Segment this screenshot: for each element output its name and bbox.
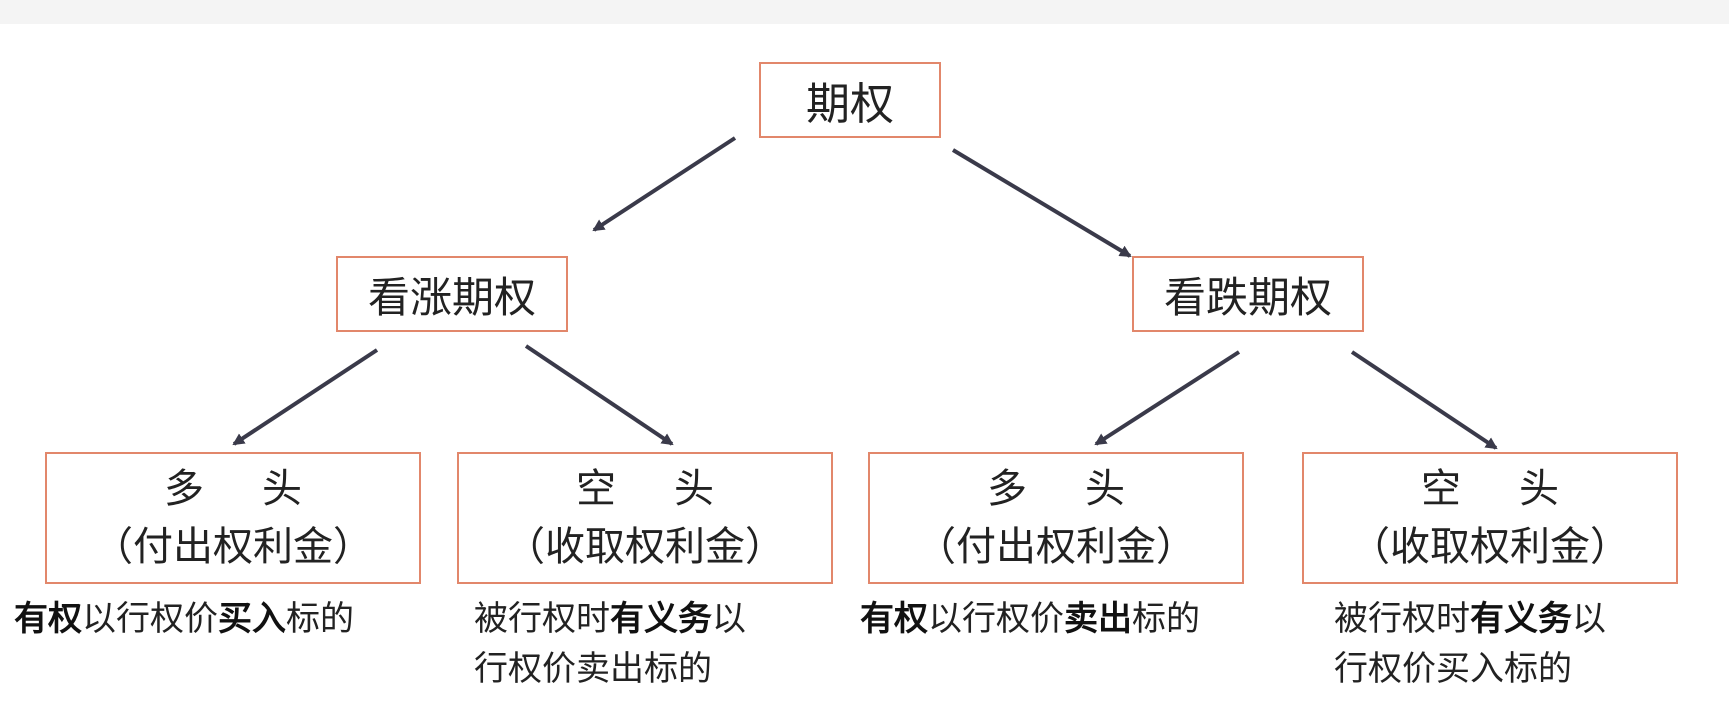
desc-text-bold: 有义务 (1470, 599, 1572, 639)
desc-text-bold: 买入 (218, 599, 286, 639)
top-band (0, 0, 1729, 24)
desc-text-bold: 有权 (14, 599, 82, 639)
node-call-option: 看涨期权 (336, 256, 568, 332)
arrow-put-to-long (1094, 350, 1241, 446)
desc-call-short: 被行权时有义务以 行权价卖出标的 (474, 594, 746, 694)
arrow-put-to-short (1350, 350, 1498, 450)
desc-text-bold: 有义务 (610, 599, 712, 639)
node-call-short-subtitle: （收取权利金） (505, 524, 785, 570)
desc-text-bold: 有权 (860, 599, 928, 639)
node-put-short-title: 空头 (1421, 466, 1617, 512)
node-call-long-title: 多头 (164, 466, 360, 512)
desc-text: 标的 (1132, 599, 1200, 639)
desc-text: 以 (1572, 599, 1606, 639)
desc-text: 以 (712, 599, 746, 639)
node-put-option: 看跌期权 (1132, 256, 1364, 332)
node-put-long-subtitle: （付出权利金） (916, 524, 1196, 570)
desc-text: 行权价买入标的 (1334, 649, 1572, 689)
desc-call-short-line-1: 被行权时有义务以 (474, 594, 746, 644)
desc-put-long: 有权以行权价卖出标的 (860, 594, 1200, 644)
arrow-root-to-call (592, 136, 737, 232)
desc-call-short-line-2: 行权价卖出标的 (474, 644, 746, 694)
desc-call-long: 有权以行权价买入标的 (14, 594, 354, 644)
desc-text: 标的 (286, 599, 354, 639)
arrow-root-to-put (951, 148, 1132, 258)
node-call-short: 空头 （收取权利金） (457, 452, 833, 584)
desc-text: 行权价卖出标的 (474, 649, 712, 689)
desc-text: 以行权价 (82, 599, 218, 639)
node-put-long-title: 多头 (987, 466, 1183, 512)
desc-text: 被行权时 (474, 599, 610, 639)
node-put-short: 空头 （收取权利金） (1302, 452, 1678, 584)
node-put-short-subtitle: （收取权利金） (1350, 524, 1630, 570)
desc-text-bold: 卖出 (1064, 599, 1132, 639)
arrow-call-to-short (524, 344, 674, 446)
desc-put-short-line-2: 行权价买入标的 (1334, 644, 1606, 694)
node-call-long: 多头 （付出权利金） (45, 452, 421, 584)
node-option-label: 期权 (806, 79, 894, 130)
desc-text: 以行权价 (928, 599, 1064, 639)
node-call-option-label: 看涨期权 (367, 272, 536, 322)
node-put-option-label: 看跌期权 (1163, 272, 1332, 322)
node-call-long-subtitle: （付出权利金） (93, 524, 373, 570)
desc-put-long-line: 有权以行权价卖出标的 (860, 594, 1200, 644)
node-call-short-title: 空头 (576, 466, 772, 512)
arrow-call-to-long (232, 348, 379, 446)
desc-call-long-line: 有权以行权价买入标的 (14, 594, 354, 644)
desc-text: 被行权时 (1334, 599, 1470, 639)
desc-put-short: 被行权时有义务以 行权价买入标的 (1334, 594, 1606, 694)
desc-put-short-line-1: 被行权时有义务以 (1334, 594, 1606, 644)
node-put-long: 多头 （付出权利金） (868, 452, 1244, 584)
node-option: 期权 (759, 62, 941, 138)
